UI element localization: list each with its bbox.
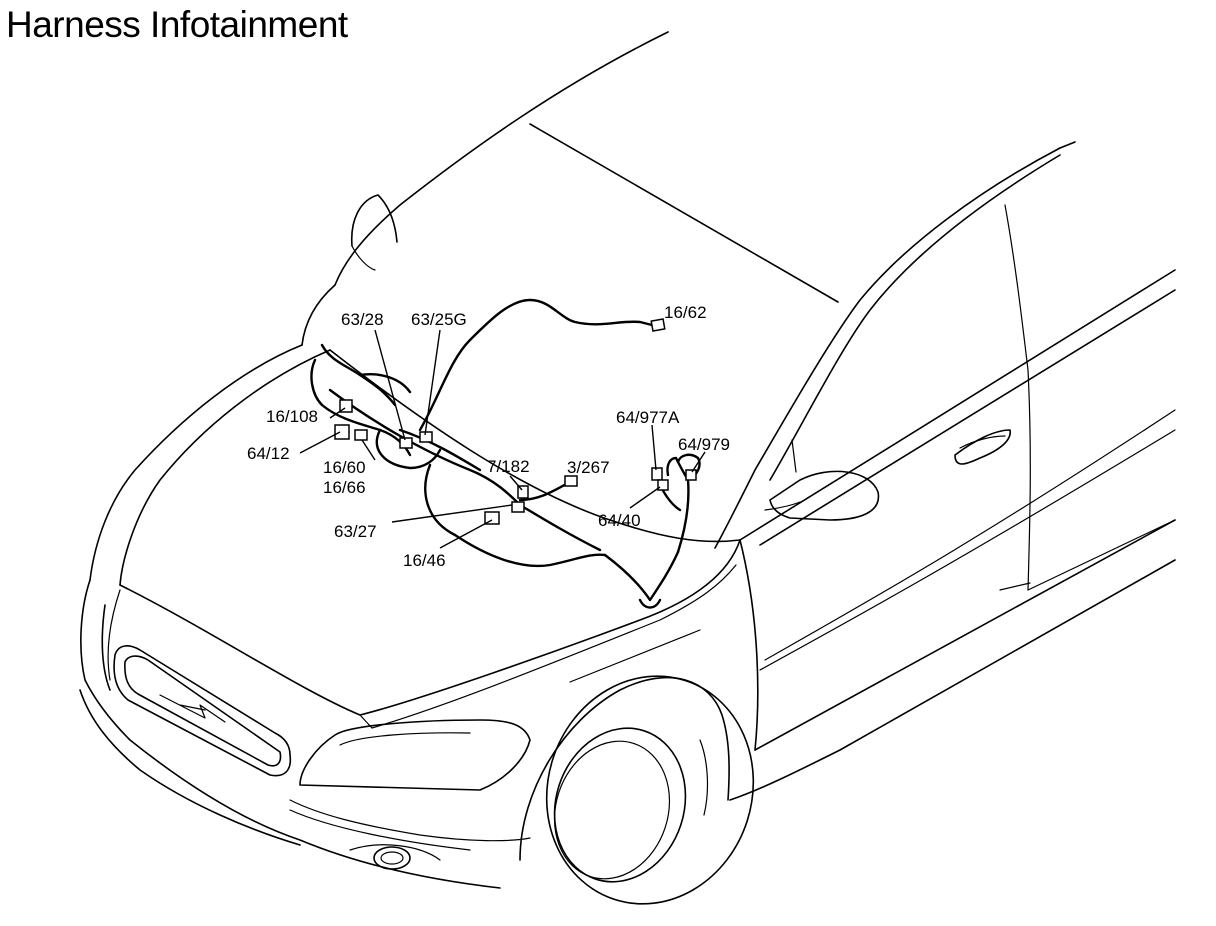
label-16-108: 16/108 (266, 407, 318, 426)
connector-64-977a (651, 467, 663, 481)
label-16-46: 16/46 (403, 551, 446, 570)
label-16-62: 16/62 (664, 303, 707, 322)
label-64-12: 64/12 (247, 444, 290, 463)
label-64-977a: 64/977A (616, 408, 680, 427)
connector-64-979 (685, 469, 697, 481)
label-63-25g: 63/25G (411, 310, 467, 329)
connector-64-12 (334, 424, 350, 440)
connector-64-40 (657, 479, 669, 491)
diagram-title: Harness Infotainment (6, 4, 348, 45)
label-16-60: 16/60 (323, 458, 366, 477)
connector-labels: 63/28 63/25G 16/62 16/108 64/12 16/60 16… (247, 303, 730, 570)
label-16-66: 16/66 (323, 478, 366, 497)
connector-16-60 (354, 429, 368, 441)
leader-lines (299, 329, 706, 549)
connector-63-27 (511, 501, 525, 513)
label-63-28: 63/28 (341, 310, 384, 329)
connector-63-25g (419, 431, 433, 443)
label-3-267: 3/267 (567, 458, 610, 477)
connector-16-62 (650, 318, 666, 332)
infotainment-harness (310, 298, 701, 609)
connector-7-182 (517, 485, 529, 499)
label-7-182: 7/182 (487, 457, 530, 476)
label-64-979: 64/979 (678, 435, 730, 454)
connector-63-28 (399, 437, 413, 449)
connector-3-267 (564, 475, 578, 487)
label-63-27: 63/27 (334, 522, 377, 541)
car-body (79, 31, 1176, 905)
connector-16-46 (484, 511, 500, 525)
label-64-40: 64/40 (598, 511, 641, 530)
